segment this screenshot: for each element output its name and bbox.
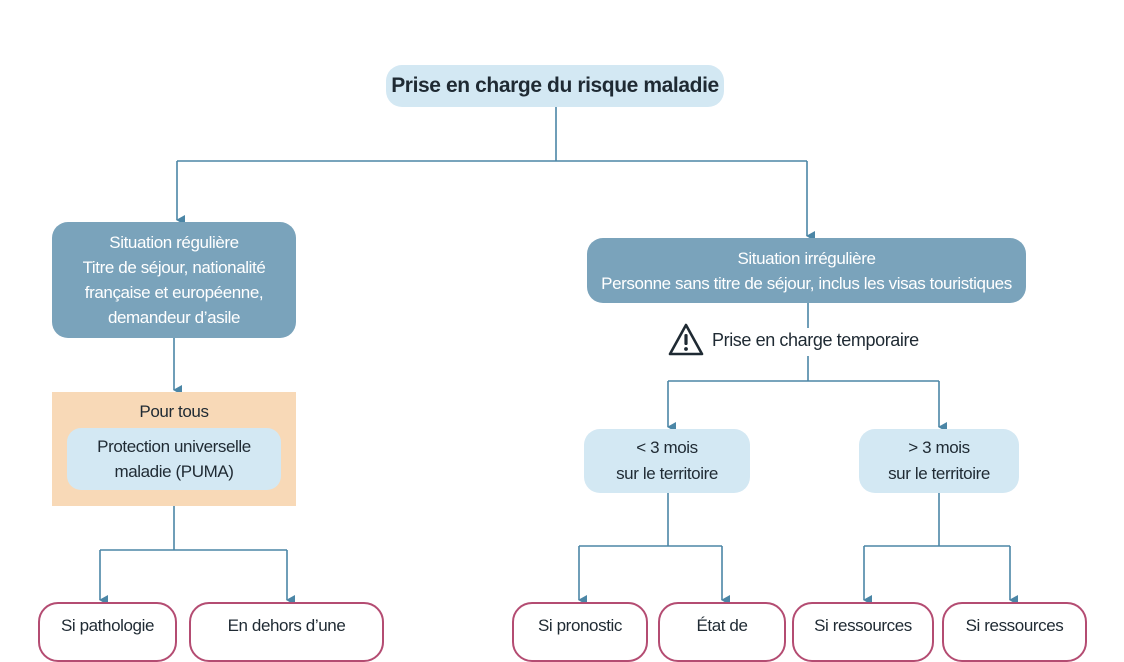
regular-line-1: Situation régulière [109, 233, 239, 252]
gt3-line-1: > 3 mois [908, 438, 970, 457]
more-than-3-months-node: > 3 mois sur le territoire [859, 429, 1019, 493]
prognosis-node: Si pronostic [512, 602, 648, 662]
resources-node-1: Si ressources [792, 602, 934, 662]
irregular-line-2: Personne sans titre de séjour, inclus le… [601, 273, 1012, 293]
puma-container: Pour tous Protection universelle maladie… [52, 392, 296, 506]
root-node: Prise en charge du risque maladie [386, 65, 724, 107]
less-than-3-months-node: < 3 mois sur le territoire [584, 429, 750, 493]
puma-line-1: Protection universelle [97, 437, 251, 456]
gt3-line-2: sur le territoire [888, 464, 990, 483]
lt3-line-1: < 3 mois [636, 438, 698, 457]
temporary-coverage-label: Prise en charge temporaire [668, 322, 919, 358]
pathology-label: Si pathologie [60, 616, 155, 635]
puma-node: Protection universelle maladie (PUMA) [67, 428, 281, 490]
outside-node: En dehors d’une [189, 602, 384, 662]
regular-line-2: Titre de séjour, nationalité [82, 258, 266, 277]
regular-line-4: demandeur d’asile [107, 308, 241, 327]
connector-lines [99, 107, 1018, 605]
irregular-situation-node: Situation irrégulière Personne sans titr… [587, 238, 1026, 303]
prognosis-label: Si pronostic [537, 616, 623, 635]
state-node: État de [658, 602, 786, 662]
lt3-line-2: sur le territoire [616, 464, 718, 483]
resources-label-1: Si ressources [814, 616, 912, 635]
puma-line-2: maladie (PUMA) [114, 462, 234, 481]
state-label: État de [696, 616, 748, 635]
regular-situation-node: Situation régulière Titre de séjour, nat… [52, 222, 296, 338]
puma-title: Pour tous [139, 402, 209, 421]
warning-triangle-icon [668, 323, 704, 356]
outside-label: En dehors d’une [227, 616, 346, 635]
resources-node-2: Si ressources [942, 602, 1087, 662]
resources-label-2: Si ressources [965, 616, 1064, 635]
irregular-line-1: Situation irrégulière [737, 248, 876, 268]
pathology-node: Si pathologie [38, 602, 177, 662]
root-title: Prise en charge du risque maladie [391, 74, 719, 97]
regular-line-3: française et européenne, [84, 283, 264, 302]
temporary-coverage-text: Prise en charge temporaire [712, 329, 919, 350]
